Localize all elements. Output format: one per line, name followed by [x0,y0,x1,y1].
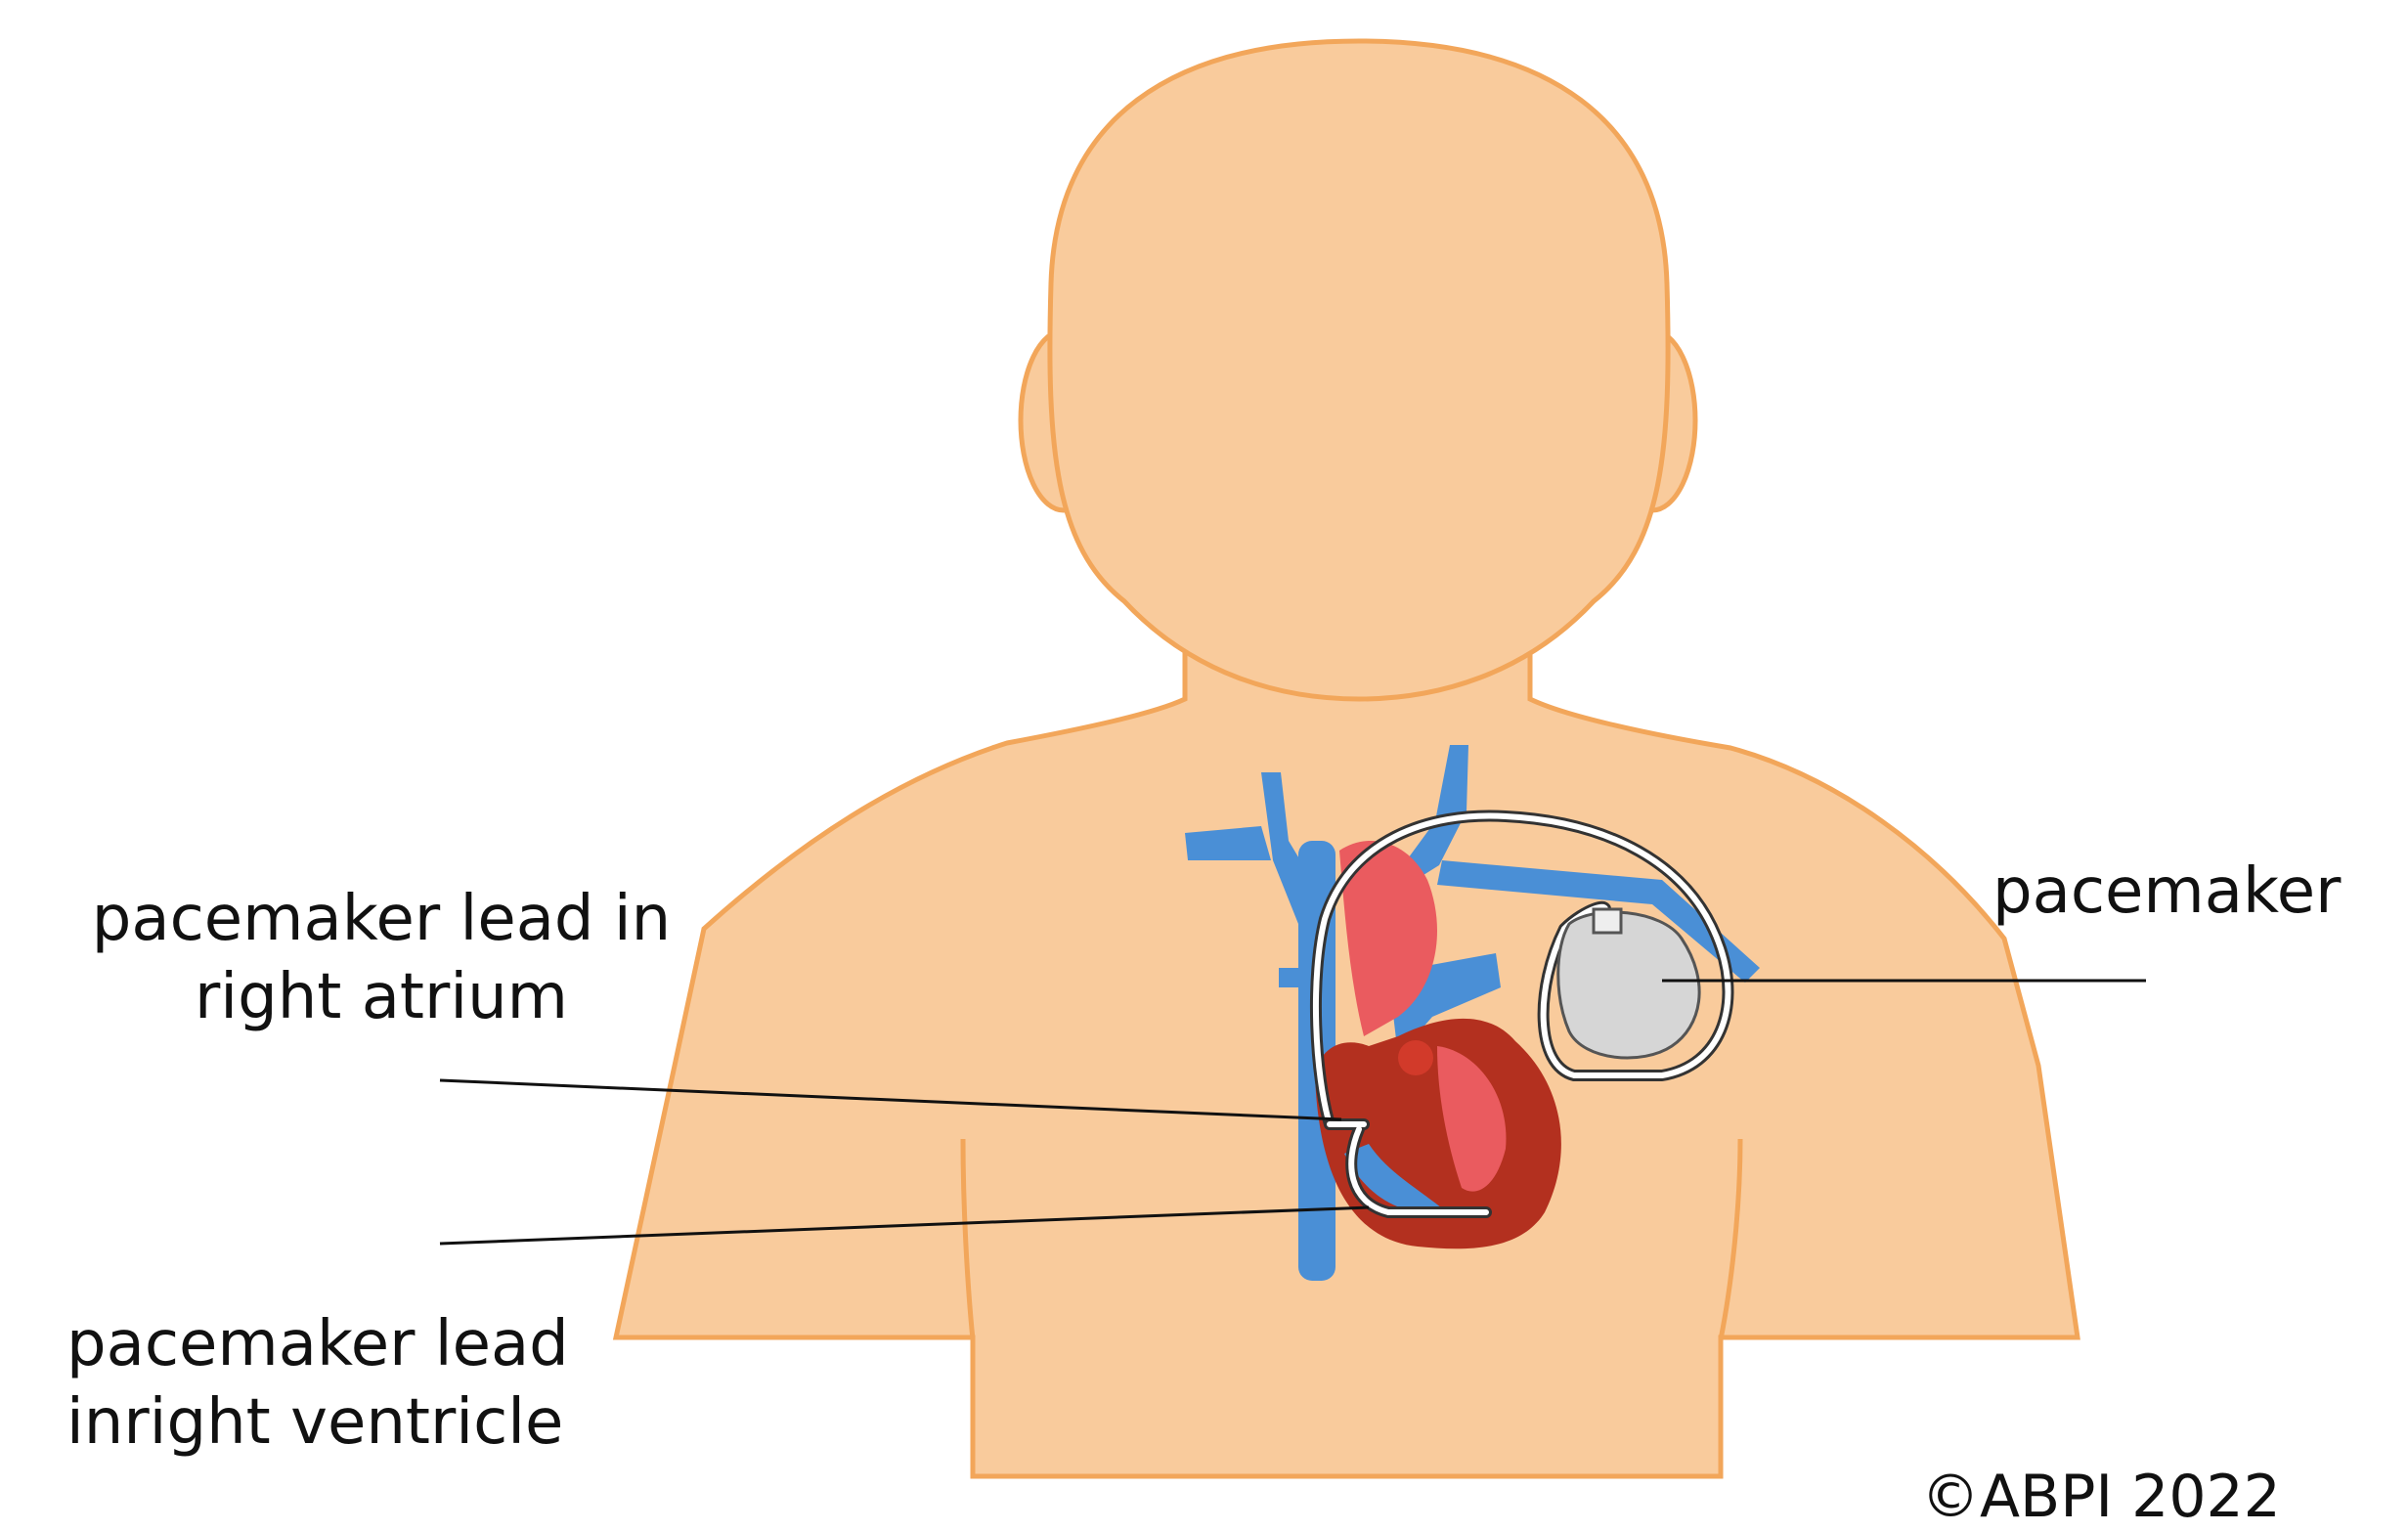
aorta [1339,841,1437,1036]
head [1047,38,1671,702]
label-pacemaker-text: pacemaker [1992,855,2342,928]
pacemaker-leads [1309,810,1734,1218]
label-lead-ventricle-line2: inright ventricle [66,1386,564,1459]
label-pacemaker: pacemaker [1992,853,2341,931]
label-lead-ventricle: pacemaker lead inright ventricle [66,1305,569,1462]
copyright: ©ABPI 2022 [1921,1462,2281,1532]
left-ventricle [1437,1046,1507,1192]
pointer-atrium [439,1078,1342,1121]
label-lead-ventricle-line1: pacemaker lead [66,1308,569,1380]
pacemaker-device [1556,907,1701,1060]
valve [1398,1040,1433,1075]
label-lead-atrium-line1: pacemaker lead in [91,883,672,955]
copyright-text: ©ABPI 2022 [1921,1463,2281,1531]
label-lead-atrium: pacemaker lead in right atrium [78,880,684,1036]
right-arm-line [1718,1138,1743,1340]
left-arm-line [960,1138,976,1340]
label-lead-atrium-line2: right atrium [194,961,569,1033]
pacemaker-connector [1592,907,1623,935]
heart [1315,841,1561,1249]
right-ventricle [1344,1144,1447,1213]
pointer-ventricle [439,1205,1370,1246]
